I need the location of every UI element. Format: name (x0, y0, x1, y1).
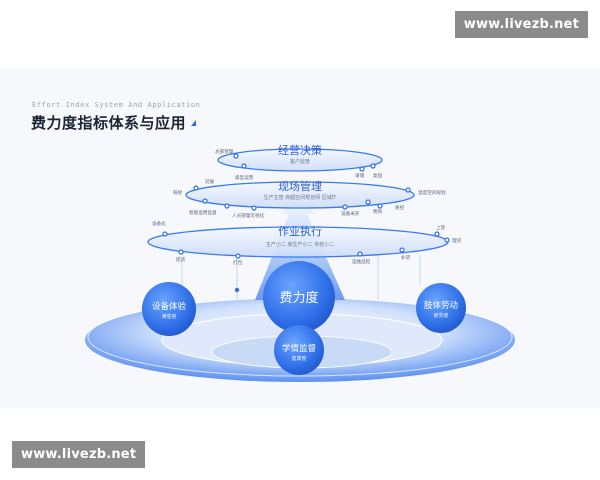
tier-disc-decision (217, 148, 383, 172)
left-circle (142, 282, 196, 336)
node-label: 级型运营 (235, 174, 254, 181)
node-label: 补货 (401, 254, 411, 261)
left-circle-title: 设备体验 (152, 301, 187, 312)
center-circle (263, 261, 335, 333)
node-label: 复盘 (373, 172, 383, 179)
node-dot (178, 249, 184, 255)
node-dot (162, 231, 168, 237)
node-label: 打包 (233, 259, 243, 266)
bottom-circle (274, 325, 324, 375)
node-label: 物资 (373, 208, 383, 215)
node-dot (399, 247, 405, 253)
node-dot (224, 203, 230, 209)
node-dot (370, 163, 376, 169)
node-label: 设备化 (152, 220, 166, 227)
node-label: 智能运用监督 (189, 209, 217, 216)
node-label: 上架 (436, 224, 446, 231)
node-label: 质控 (395, 204, 405, 211)
watermark-bottom: www.livezb.net (12, 441, 146, 468)
tier-caption-management: 生产主管 商超空间规划师 区域IT (264, 194, 338, 201)
node-dot (359, 166, 365, 172)
node-label: 运维品检 (352, 258, 371, 265)
watermark-top: www.livezb.net (454, 11, 588, 38)
node-label: 设备采买 (341, 210, 360, 217)
node-dot (251, 205, 257, 211)
node-dot (405, 187, 411, 193)
accent-dot (234, 287, 240, 293)
node-dot (365, 199, 371, 205)
node-dot (202, 198, 208, 204)
tier-disc-management (185, 181, 415, 209)
node-label: 请储 (355, 172, 365, 179)
node-label: 理货 (452, 237, 462, 244)
node-dot (444, 237, 450, 243)
right-circle-title: 肢体劳动 (424, 300, 459, 311)
tier-title-management: 现场管理 (278, 179, 322, 193)
title-accent-mark (191, 120, 196, 126)
bottom-circle-title: 学情监督 (282, 343, 317, 354)
node-dot (233, 153, 239, 159)
node-dot (434, 231, 440, 237)
center-circle-label: 费力度 (279, 290, 318, 306)
node-dot (193, 185, 199, 191)
node-dot (235, 253, 241, 259)
right-circle (416, 283, 466, 333)
node-label: 温度空间规划 (418, 189, 446, 196)
node-label: 提货 (176, 256, 186, 263)
diagram-subtitle: Effort Index System And Application (32, 101, 201, 109)
node-label: 延展 (205, 178, 215, 185)
left-circle-sub: 满意度 (161, 313, 176, 320)
node-label: 人员管理可视化 (232, 212, 265, 219)
tier-title-execution: 作业执行 (278, 224, 322, 238)
node-dot (377, 203, 383, 209)
tier-caption-decision: 客户监管 (290, 158, 310, 165)
node-label: 总部管理 (215, 148, 234, 155)
right-circle-sub: 疲劳度 (433, 312, 448, 319)
tier-caption-execution: 生产小二 库生产小二 专检小二 (266, 241, 334, 248)
node-dot (342, 204, 348, 210)
diagram-title: 费力度指标体系与应用 (31, 114, 187, 132)
bottom-circle-sub: 健康度 (291, 355, 306, 362)
node-dot (241, 163, 247, 169)
node-label: 链接 (173, 189, 183, 196)
node-dot (357, 251, 363, 257)
tier-title-decision: 经营决策 (278, 143, 322, 157)
